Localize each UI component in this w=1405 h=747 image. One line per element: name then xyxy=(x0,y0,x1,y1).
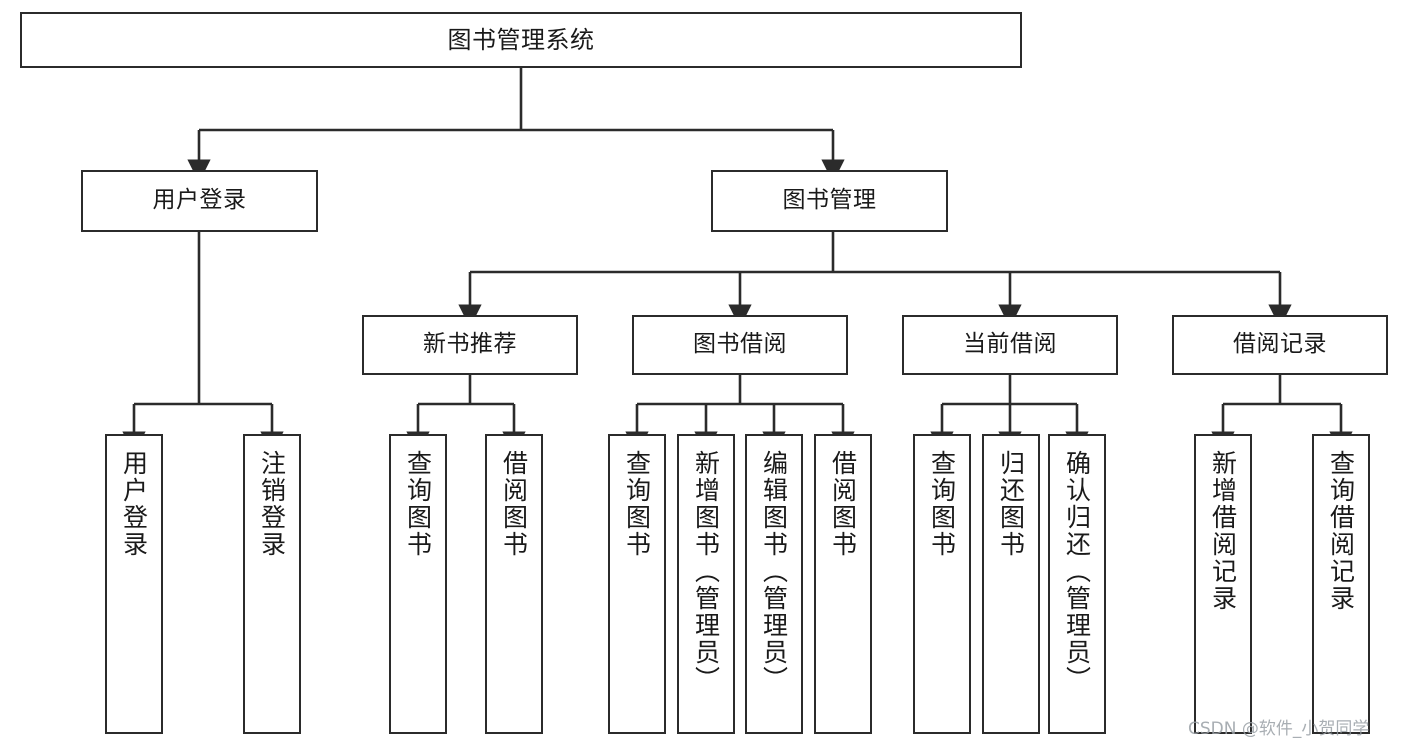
node-leaf-add-record-label: 新增借阅记录 xyxy=(1208,450,1238,612)
node-new-book-recommend[interactable]: 新书推荐 xyxy=(362,315,578,375)
csdn-watermark: CSDN @软件_小贺同学 xyxy=(1188,719,1370,739)
node-leaf-query-book-3[interactable]: 查询图书 xyxy=(913,434,971,734)
node-leaf-logout-login[interactable]: 注销登录 xyxy=(243,434,301,734)
node-leaf-user-login-label: 用户登录 xyxy=(119,450,149,558)
node-leaf-query-record-label: 查询借阅记录 xyxy=(1326,450,1356,612)
node-leaf-query-book-3-label: 查询图书 xyxy=(927,450,957,558)
node-user-login-label: 用户登录 xyxy=(152,187,247,214)
node-leaf-borrow-book-1[interactable]: 借阅图书 xyxy=(485,434,543,734)
node-leaf-query-book-2-label: 查询图书 xyxy=(622,450,652,558)
node-leaf-query-book-2[interactable]: 查询图书 xyxy=(608,434,666,734)
node-leaf-confirm-return-label: 确认归还（管理员） xyxy=(1062,450,1092,693)
node-user-login[interactable]: 用户登录 xyxy=(81,170,318,232)
node-book-management[interactable]: 图书管理 xyxy=(711,170,948,232)
node-leaf-edit-book-label: 编辑图书（管理员） xyxy=(759,450,789,693)
node-leaf-query-record[interactable]: 查询借阅记录 xyxy=(1312,434,1370,734)
node-leaf-edit-book[interactable]: 编辑图书（管理员） xyxy=(745,434,803,734)
node-leaf-return-book-label: 归还图书 xyxy=(996,450,1026,558)
node-borrow-record-label: 借阅记录 xyxy=(1233,331,1327,358)
node-current-borrow-label: 当前借阅 xyxy=(963,331,1057,358)
node-leaf-borrow-book-2[interactable]: 借阅图书 xyxy=(814,434,872,734)
node-root-label: 图书管理系统 xyxy=(447,25,595,54)
node-leaf-borrow-book-1-label: 借阅图书 xyxy=(499,450,529,558)
node-leaf-return-book[interactable]: 归还图书 xyxy=(982,434,1040,734)
node-leaf-confirm-return[interactable]: 确认归还（管理员） xyxy=(1048,434,1106,734)
node-leaf-logout-login-label: 注销登录 xyxy=(257,450,287,558)
node-book-management-label: 图书管理 xyxy=(782,187,877,214)
node-current-borrow[interactable]: 当前借阅 xyxy=(902,315,1118,375)
node-leaf-add-record[interactable]: 新增借阅记录 xyxy=(1194,434,1252,734)
node-borrow-record[interactable]: 借阅记录 xyxy=(1172,315,1388,375)
node-leaf-add-book-label: 新增图书（管理员） xyxy=(691,450,721,693)
node-leaf-add-book[interactable]: 新增图书（管理员） xyxy=(677,434,735,734)
node-root[interactable]: 图书管理系统 xyxy=(20,12,1022,68)
node-leaf-user-login[interactable]: 用户登录 xyxy=(105,434,163,734)
node-book-borrow[interactable]: 图书借阅 xyxy=(632,315,848,375)
node-book-borrow-label: 图书借阅 xyxy=(693,331,787,358)
node-new-book-recommend-label: 新书推荐 xyxy=(423,331,517,358)
node-leaf-query-book-1[interactable]: 查询图书 xyxy=(389,434,447,734)
node-leaf-query-book-1-label: 查询图书 xyxy=(403,450,433,558)
node-leaf-borrow-book-2-label: 借阅图书 xyxy=(828,450,858,558)
